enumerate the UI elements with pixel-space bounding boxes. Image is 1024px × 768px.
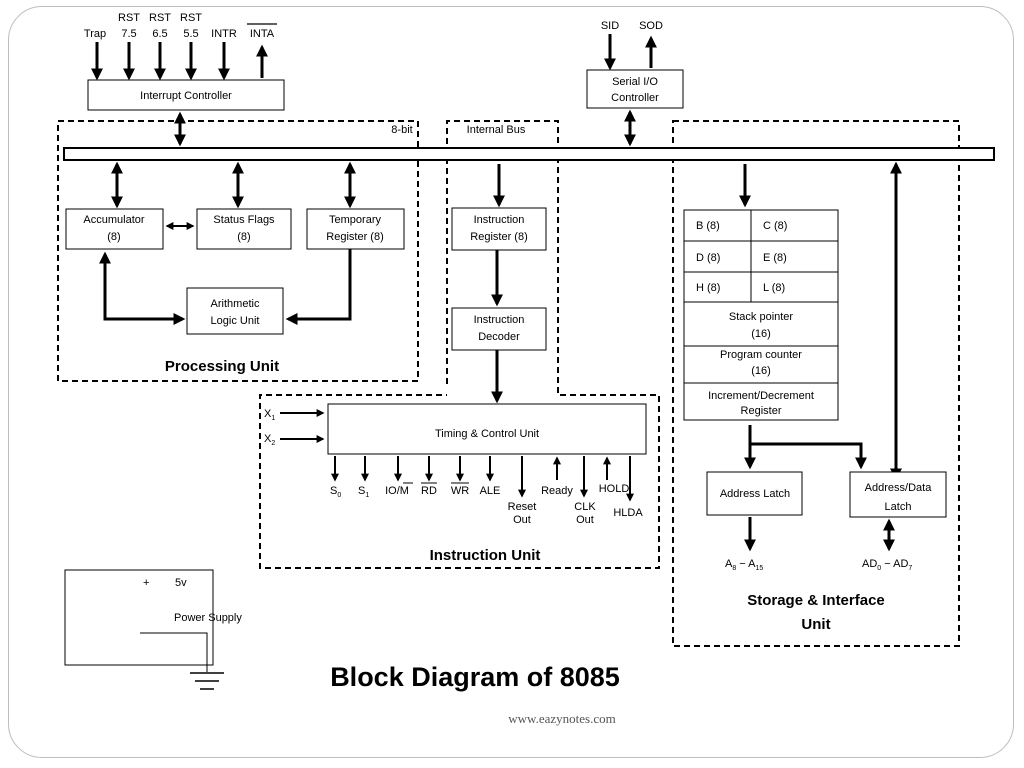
incdec-ad-latch-arrow — [750, 442, 867, 470]
instruction-register-size: Register (8) — [470, 231, 527, 243]
clk-out-label-1: CLK — [574, 501, 596, 513]
instruction-decoder-label-2: Decoder — [478, 331, 520, 343]
timing-control-box — [327, 403, 647, 455]
accumulator-label: Accumulator — [83, 214, 144, 226]
interrupt-controller-box — [87, 79, 285, 111]
instruction-decoder-box — [451, 307, 547, 351]
status-flags-box — [196, 208, 292, 250]
serial-controller-box — [586, 69, 684, 109]
clk-out-label-2: Out — [576, 514, 594, 526]
status-flags-size: (8) — [237, 231, 250, 243]
rst65-label-top: RST — [149, 12, 171, 24]
timing-control-label: Timing & Control Unit — [435, 428, 539, 440]
inc-dec-label: Increment/Decrement — [708, 390, 814, 402]
alu-box — [186, 287, 284, 335]
stack-pointer-size: (16) — [751, 328, 771, 340]
hlda-label: HLDA — [613, 507, 643, 519]
processing-unit-outline — [57, 120, 419, 382]
address-latch-label: Address Latch — [720, 488, 790, 500]
storage-unit-label-2: Unit — [801, 616, 830, 633]
addr-data-latch-box — [849, 471, 947, 518]
instruction-register-label: Instruction — [474, 214, 525, 226]
addr-data-latch-label-1: Address/Data — [865, 482, 933, 494]
ready-label: Ready — [541, 485, 573, 497]
register-l: L (8) — [763, 282, 785, 294]
power-supply-box — [64, 569, 214, 666]
rst75-label-bottom: 7.5 — [121, 28, 136, 40]
temp-register-size: Register (8) — [326, 231, 383, 243]
accumulator-alu-arrow — [99, 251, 186, 325]
register-h: H (8) — [696, 282, 720, 294]
processing-unit-label: Processing Unit — [165, 358, 279, 375]
rst75-label-top: RST — [118, 12, 140, 24]
hold-label: HOLD — [599, 483, 630, 495]
program-counter-label: Program counter — [720, 349, 802, 361]
storage-unit-label-1: Storage & Interface — [747, 592, 885, 609]
program-counter-size: (16) — [751, 365, 771, 377]
ground-wire — [140, 632, 208, 672]
stack-pointer-label: Stack pointer — [729, 311, 794, 323]
register-array-box — [683, 209, 839, 421]
power-supply-label: Power Supply — [174, 612, 242, 624]
internal-bus — [63, 147, 995, 161]
register-b: B (8) — [696, 220, 720, 232]
trap-label: Trap — [84, 28, 106, 40]
s0-label: S0 — [330, 485, 341, 499]
instruction-decoder-label-1: Instruction — [474, 314, 525, 326]
slide-frame — [8, 6, 1014, 758]
s1-label: S1 — [358, 485, 369, 499]
status-flags-label: Status Flags — [213, 214, 275, 226]
rst65-label-bottom: 6.5 — [152, 28, 167, 40]
storage-unit-outline — [672, 120, 960, 647]
control-signals: S0 S1 IO/M RD WR ALE Reset Out Ready CLK… — [330, 456, 643, 526]
bus-width-label: 8-bit — [391, 124, 412, 136]
rd-label: RD — [421, 485, 437, 497]
temp-register-label: Temporary — [329, 214, 381, 226]
rst55-label-bottom: 5.5 — [183, 28, 198, 40]
register-e: E (8) — [763, 252, 787, 264]
serial-controller-label-1: Serial I/O — [612, 76, 658, 88]
reset-out-label-2: Out — [513, 514, 531, 526]
interrupt-signals: Trap RST 7.5 RST 6.5 RST 5.5 INTR INTA — [84, 12, 277, 81]
wr-label: WR — [451, 485, 469, 497]
website-label: www.eazynotes.com — [508, 711, 615, 726]
temp-register-box — [306, 208, 405, 250]
x2-label: X2 — [264, 433, 275, 447]
addr-data-latch-label-2: Latch — [885, 501, 912, 513]
reset-out-label-1: Reset — [508, 501, 537, 513]
ale-label: ALE — [480, 485, 501, 497]
instruction-unit-label: Instruction Unit — [430, 547, 541, 564]
register-d: D (8) — [696, 252, 720, 264]
x1-label: X1 — [264, 408, 275, 422]
alu-label-2: Logic Unit — [211, 315, 260, 327]
temp-alu-arrow — [285, 249, 352, 325]
power-voltage-label: 5v — [175, 577, 187, 589]
ad-out-label: AD0 − AD7 — [862, 558, 912, 572]
rst55-label-top: RST — [180, 12, 202, 24]
inta-label: INTA — [250, 28, 275, 40]
register-c: C (8) — [763, 220, 787, 232]
instruction-register-box — [451, 207, 547, 251]
serial-controller-label-2: Controller — [611, 92, 659, 104]
accumulator-box — [65, 208, 164, 250]
io-m-label: IO/M — [385, 485, 409, 497]
alu-label-1: Arithmetic — [211, 298, 260, 310]
power-plus-label: + — [143, 577, 149, 589]
diagram-title: Block Diagram of 8085 — [330, 662, 620, 692]
sid-label: SID — [601, 20, 619, 32]
intr-label: INTR — [211, 28, 237, 40]
interrupt-controller-label: Interrupt Controller — [140, 90, 232, 102]
instruction-unit-outline — [259, 120, 660, 569]
inc-dec-label-2: Register — [741, 405, 782, 417]
address-out-label: A8 − A15 — [725, 558, 763, 572]
accumulator-size: (8) — [107, 231, 120, 243]
internal-bus-label: Internal Bus — [467, 124, 526, 136]
sod-label: SOD — [639, 20, 663, 32]
address-latch-box — [706, 471, 803, 516]
